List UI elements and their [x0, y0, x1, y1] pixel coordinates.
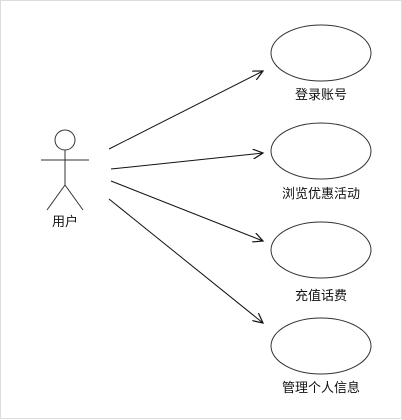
- actor-label: 用户: [51, 215, 79, 230]
- use-case-ellipse-login: [270, 24, 372, 82]
- association-arrow-manage-profile: [108, 198, 263, 323]
- actor-head: [54, 129, 76, 151]
- use-case-label-login: 登录账号: [294, 88, 348, 103]
- use-case-ellipse-recharge: [270, 221, 372, 279]
- actor-left-leg: [46, 184, 66, 211]
- actor-stick-figure-icon: [41, 129, 89, 211]
- association-arrow-browse-promotions: [110, 153, 263, 170]
- actor-right-leg: [64, 184, 84, 211]
- use-case-ellipse-browse-promotions: [270, 122, 372, 180]
- use-case-ellipse-manage-profile: [270, 317, 372, 375]
- use-case-label-manage-profile: 管理个人信息: [281, 381, 361, 396]
- association-arrow-recharge: [110, 180, 263, 241]
- association-arrow-login: [108, 71, 263, 150]
- use-case-label-recharge: 充值话费: [294, 289, 348, 304]
- use-case-label-browse-promotions: 浏览优惠活动: [281, 187, 361, 202]
